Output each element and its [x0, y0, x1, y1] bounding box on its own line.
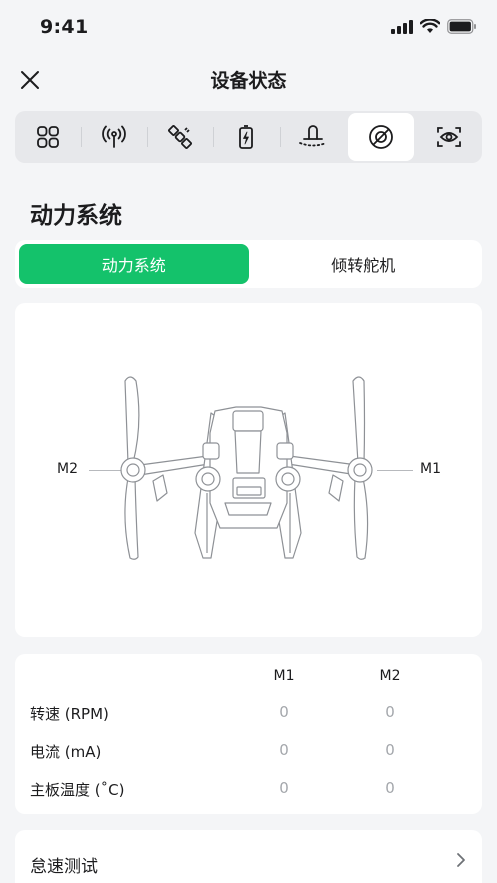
row-label-current: 电流 (mA)	[30, 743, 102, 761]
segment-tilt-servo[interactable]: 倾转舵机	[331, 256, 396, 275]
cell-temp-m2: 0	[385, 779, 395, 797]
tab-overview[interactable]	[15, 113, 81, 161]
satellite-icon	[168, 125, 193, 149]
drone-diagram-card: M2 M1	[15, 303, 482, 637]
vision-sensor-icon	[437, 127, 461, 147]
cell-rpm-m2: 0	[385, 703, 395, 721]
cell-rpm-m1: 0	[279, 703, 289, 721]
motor-label-right: M1	[420, 461, 441, 477]
segment-power-system[interactable]: 动力系统	[19, 244, 249, 284]
column-header-m2: M2	[379, 668, 401, 684]
cell-current-m1: 0	[279, 741, 289, 759]
status-icons	[391, 19, 477, 34]
drone-diagram	[120, 376, 373, 560]
tab-signal[interactable]	[81, 113, 147, 161]
status-bar: 9:41	[0, 0, 497, 56]
cell-temp-m1: 0	[279, 779, 289, 797]
motor-data-table: M1 M2 转速 (RPM) 0 0 电流 (mA) 0 0 主板温度 (˚C)…	[15, 654, 482, 814]
chevron-right-icon	[457, 853, 465, 867]
battery-icon	[447, 19, 476, 34]
idle-speed-test-row[interactable]: 怠速测试	[15, 830, 482, 883]
close-icon	[21, 71, 39, 89]
tab-battery[interactable]	[213, 113, 279, 161]
section-title: 动力系统	[30, 203, 122, 229]
row-label-rpm: 转速 (RPM)	[30, 705, 109, 723]
motor-label-left: M2	[57, 461, 78, 477]
category-tabs	[15, 111, 482, 163]
tab-payload[interactable]	[279, 113, 346, 161]
cell-current-m2: 0	[385, 741, 395, 759]
subsystem-segment: 动力系统 倾转舵机	[15, 240, 482, 288]
tab-vision[interactable]	[416, 113, 482, 161]
grid-icon	[37, 126, 59, 148]
motor-leader-line-left	[89, 470, 125, 471]
nav-bar: 设备状态	[0, 56, 497, 104]
motor-disc-icon	[368, 125, 393, 149]
tab-power-system[interactable]	[347, 113, 414, 161]
row-label-board-temp: 主板温度 (˚C)	[30, 781, 125, 799]
propeller-guard-icon	[298, 125, 327, 147]
cellular-signal-icon	[391, 19, 413, 34]
status-time: 9:41	[40, 16, 89, 38]
page-title: 设备状态	[210, 70, 287, 92]
battery-charging-icon	[239, 125, 254, 149]
close-button[interactable]	[14, 64, 46, 96]
column-header-m1: M1	[273, 668, 295, 684]
motor-leader-line-right	[377, 470, 413, 471]
wifi-icon	[420, 19, 440, 33]
tab-gnss[interactable]	[147, 113, 213, 161]
antenna-signal-icon	[102, 125, 127, 148]
idle-speed-test-label: 怠速测试	[30, 857, 98, 877]
